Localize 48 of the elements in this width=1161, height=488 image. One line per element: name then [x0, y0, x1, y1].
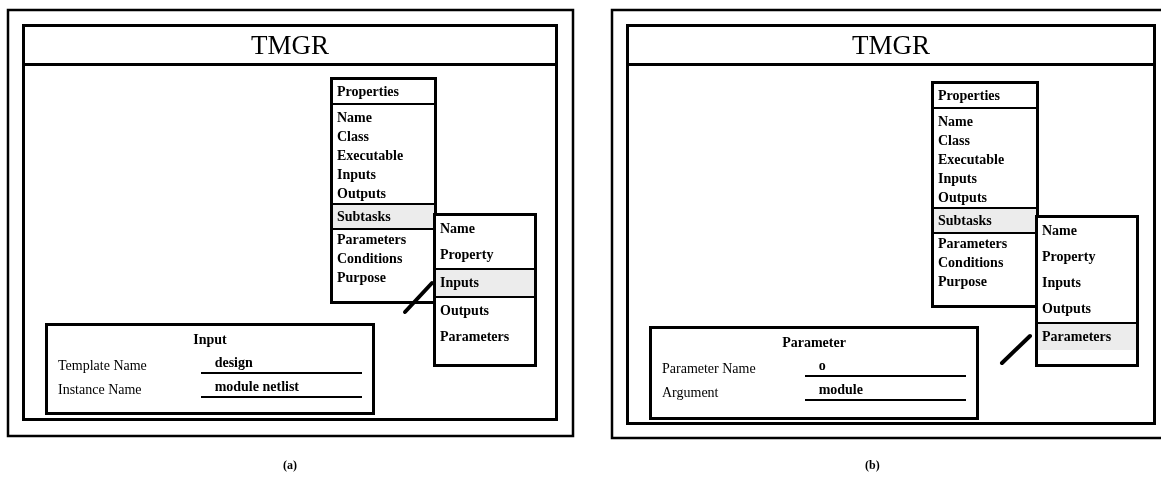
menu-item: Inputs: [937, 170, 978, 188]
field-label: Parameter Name: [662, 361, 757, 377]
menu-item: Executable: [937, 151, 1006, 169]
menu-item: Parameters: [1038, 322, 1136, 350]
field-label: Argument: [662, 385, 720, 401]
menu-item: Outputs: [937, 189, 989, 207]
menu-item: Conditions: [336, 250, 404, 268]
field-label: Instance Name: [58, 382, 143, 398]
dialog-title: Input: [192, 332, 228, 348]
menu-header: Properties: [336, 83, 400, 101]
menu-item: Inputs: [436, 268, 534, 296]
dialog-box: [45, 323, 375, 415]
menu-item: Outputs: [1041, 300, 1093, 318]
menu-item: Purpose: [937, 273, 988, 291]
input-field: module: [804, 381, 966, 401]
dialog-title: Parameter: [781, 335, 847, 351]
menu-item: Conditions: [937, 254, 1005, 272]
window-title: TMGR: [251, 29, 329, 61]
menu-item: Subtasks: [333, 203, 434, 228]
dialog-box: [649, 326, 979, 420]
panel-caption: (b): [865, 458, 880, 473]
popup-menu: [931, 81, 1039, 308]
input-field: design: [200, 354, 362, 374]
popup-menu: [433, 213, 537, 367]
menu-item: Name: [1041, 222, 1078, 240]
menu-item: Inputs: [1041, 274, 1082, 292]
input-field: module netlist: [200, 378, 362, 398]
menu-item: Executable: [336, 147, 405, 165]
menu-item: Name: [439, 220, 476, 238]
window-title: TMGR: [852, 29, 930, 61]
menu-item: Purpose: [336, 269, 387, 287]
menu-header: Properties: [937, 87, 1001, 105]
panel-caption: (a): [283, 458, 297, 473]
menu-item: Property: [439, 246, 495, 264]
input-field: o: [804, 357, 966, 377]
menu-item: Subtasks: [934, 207, 1036, 232]
popup-menu: [330, 77, 437, 304]
menu-item: Outputs: [436, 296, 534, 324]
menu-item: Name: [333, 103, 434, 127]
menu-item: Class: [336, 128, 370, 146]
menu-item: Property: [1041, 248, 1097, 266]
menu-item: Inputs: [336, 166, 377, 184]
menu-item: Parameters: [439, 328, 511, 346]
menu-item: Class: [937, 132, 971, 150]
popup-menu: [1035, 215, 1139, 367]
menu-item: Outputs: [336, 185, 388, 203]
menu-item: Name: [934, 107, 1036, 131]
field-label: Template Name: [58, 358, 148, 374]
